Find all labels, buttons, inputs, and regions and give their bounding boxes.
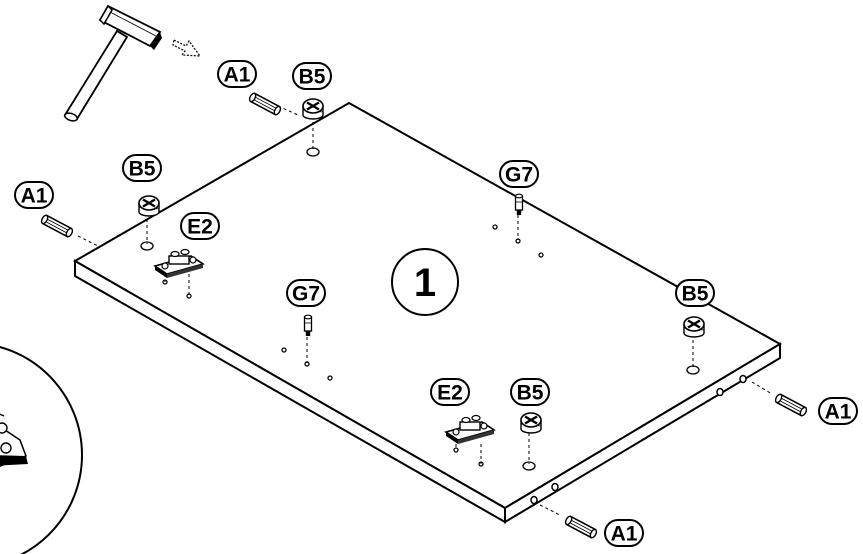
panel-number: 1 bbox=[414, 261, 436, 305]
label-b5-right: B5 bbox=[675, 279, 715, 307]
label-g7-left: G7 bbox=[286, 279, 326, 307]
label-text: G7 bbox=[292, 283, 320, 306]
label-text: A1 bbox=[611, 523, 638, 546]
label-text: E2 bbox=[187, 216, 213, 239]
dowel-a1-bottom bbox=[563, 514, 599, 540]
label-text: B5 bbox=[299, 66, 326, 89]
label-text: B5 bbox=[517, 382, 544, 405]
label-b5-front: B5 bbox=[510, 378, 550, 406]
label-g7-right: G7 bbox=[499, 160, 539, 188]
camlock-b5-top bbox=[301, 97, 325, 121]
label-text: B5 bbox=[682, 283, 709, 306]
camlock-b5-left bbox=[137, 194, 161, 218]
label-a1-top: A1 bbox=[217, 60, 257, 88]
edge-holes bbox=[530, 374, 747, 505]
camlock-b5-right bbox=[682, 315, 706, 339]
label-e2-front: E2 bbox=[430, 378, 470, 406]
label-e2-left: E2 bbox=[180, 212, 220, 240]
tap-arrow-icon bbox=[172, 39, 202, 57]
label-text: A1 bbox=[825, 401, 852, 424]
guide-lines bbox=[77, 105, 773, 516]
label-text: A1 bbox=[21, 185, 48, 208]
dowel-a1-right bbox=[773, 392, 809, 418]
label-text: B5 bbox=[129, 158, 156, 181]
label-a1-right: A1 bbox=[818, 397, 858, 425]
dowel-a1-top bbox=[247, 91, 283, 117]
panel-number-badge: 1 bbox=[391, 248, 459, 316]
label-b5-left: B5 bbox=[122, 154, 162, 182]
hammer-icon bbox=[63, 4, 162, 122]
dowel-a1-left bbox=[39, 213, 75, 239]
label-text: A1 bbox=[224, 64, 251, 87]
label-b5-top: B5 bbox=[292, 62, 332, 90]
detail-magnifier bbox=[0, 346, 83, 554]
camlock-b5-front bbox=[519, 411, 543, 435]
label-text: E2 bbox=[437, 382, 463, 405]
label-a1-left: A1 bbox=[14, 181, 54, 209]
label-text: G7 bbox=[505, 164, 533, 187]
label-a1-bottom: A1 bbox=[604, 519, 644, 547]
